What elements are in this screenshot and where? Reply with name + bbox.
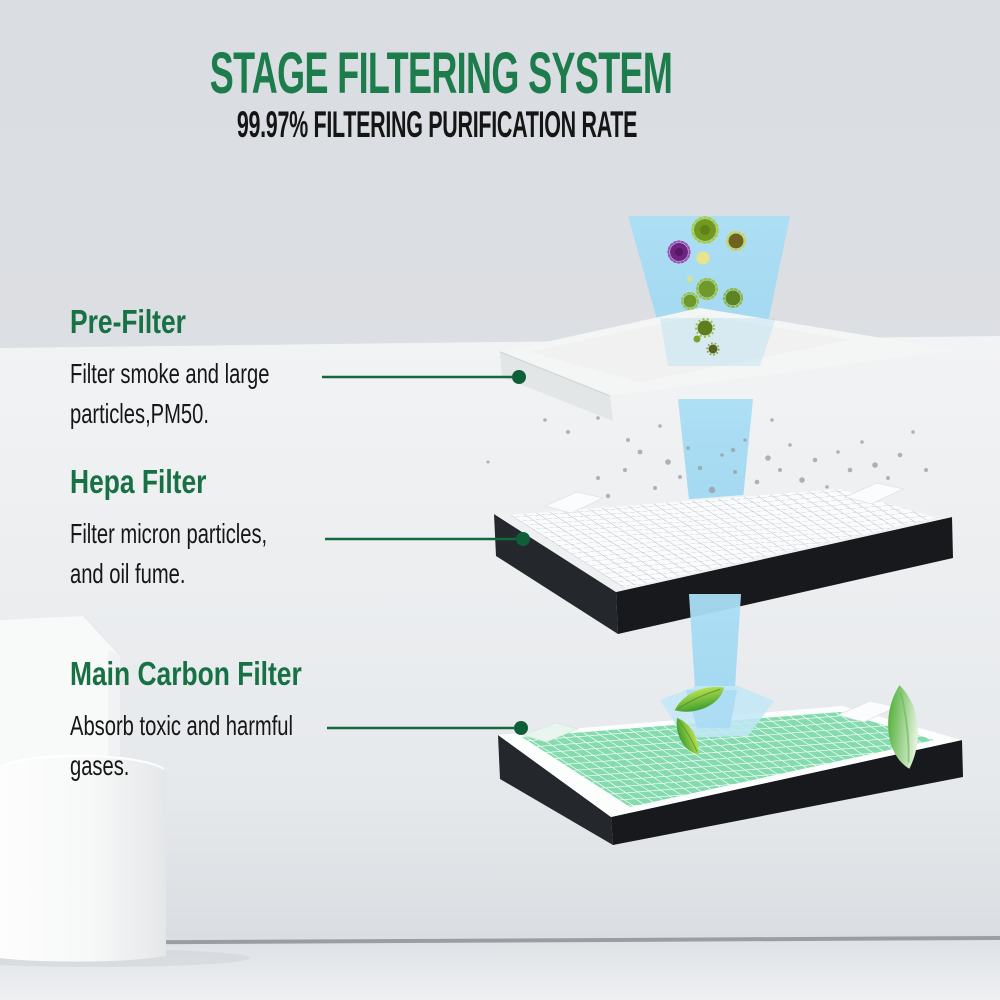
description-line: Filter smoke and large: [70, 358, 270, 390]
leaf-icon: [888, 685, 919, 769]
germ-particle-icon: [693, 335, 701, 343]
germ-particle-icon: [691, 216, 719, 244]
page-subtitle-text: 99.97% FILTERING PURIFICATION RATE: [236, 104, 638, 145]
section-hepa-filter: Hepa Filter Filter micron particles, and…: [70, 463, 344, 594]
pre-filter-slab-icon: [499, 308, 955, 421]
leader-line-dot: [514, 721, 528, 735]
section-heading: Hepa Filter: [70, 463, 207, 500]
filter-pull-tab: [843, 482, 905, 505]
description-line: and oil fume.: [70, 558, 186, 590]
germ-particle-icon: [687, 276, 693, 282]
page-title: STAGE FILTERING SYSTEM: [68, 40, 814, 107]
filter-pull-tab: [543, 491, 605, 514]
wall-floor-line: [0, 936, 1000, 945]
description-line: particles,PM50.: [70, 398, 209, 430]
airflow-beam: [678, 399, 753, 509]
section-heading: Pre-Filter: [70, 303, 186, 340]
germ-particle-icon: [723, 288, 743, 308]
leaf-icon: [676, 717, 699, 755]
carbon-filter-box-icon: [498, 700, 963, 845]
description-line: Absorb toxic and harmful: [70, 710, 293, 742]
germ-particle-icons-on-prefilter: [693, 318, 720, 356]
germ-particle-icons: [667, 216, 747, 310]
page-title-text: STAGE FILTERING SYSTEM: [209, 41, 673, 106]
leaf-icons: [674, 685, 919, 769]
section-main-carbon-filter: Main Carbon Filter Absorb toxic and harm…: [70, 655, 380, 786]
section-description: Filter smoke and large particles,PM50.: [70, 354, 269, 434]
germ-particle-icon: [725, 230, 747, 252]
page-subtitle: 99.97% FILTERING PURIFICATION RATE: [92, 104, 782, 146]
section-description: Absorb toxic and harmful gases.: [70, 706, 293, 786]
background-props: [0, 615, 250, 967]
leader-line-dot: [512, 370, 526, 384]
leaf-icon: [674, 686, 724, 712]
germ-particle-icon: [695, 277, 719, 301]
airflow-beam: [689, 594, 741, 704]
germ-particle-icon: [696, 251, 710, 265]
floor: [0, 939, 1000, 1000]
section-pre-filter: Pre-Filter Filter smoke and large partic…: [70, 303, 347, 434]
description-line: Filter micron particles,: [70, 518, 268, 550]
section-description: Filter micron particles, and oil fume.: [70, 514, 267, 594]
white-cylinder-prop: [0, 754, 166, 962]
germ-particle-icon: [681, 292, 699, 310]
leader-line-dot: [516, 532, 530, 546]
germ-particle-icon: [667, 240, 691, 264]
germ-particle-icon: [695, 318, 715, 338]
description-line: gases.: [70, 750, 130, 782]
section-heading: Main Carbon Filter: [70, 655, 302, 692]
germ-particle-icon: [706, 342, 720, 356]
leader-lines: [322, 370, 530, 735]
filter-pull-tab: [521, 722, 580, 743]
